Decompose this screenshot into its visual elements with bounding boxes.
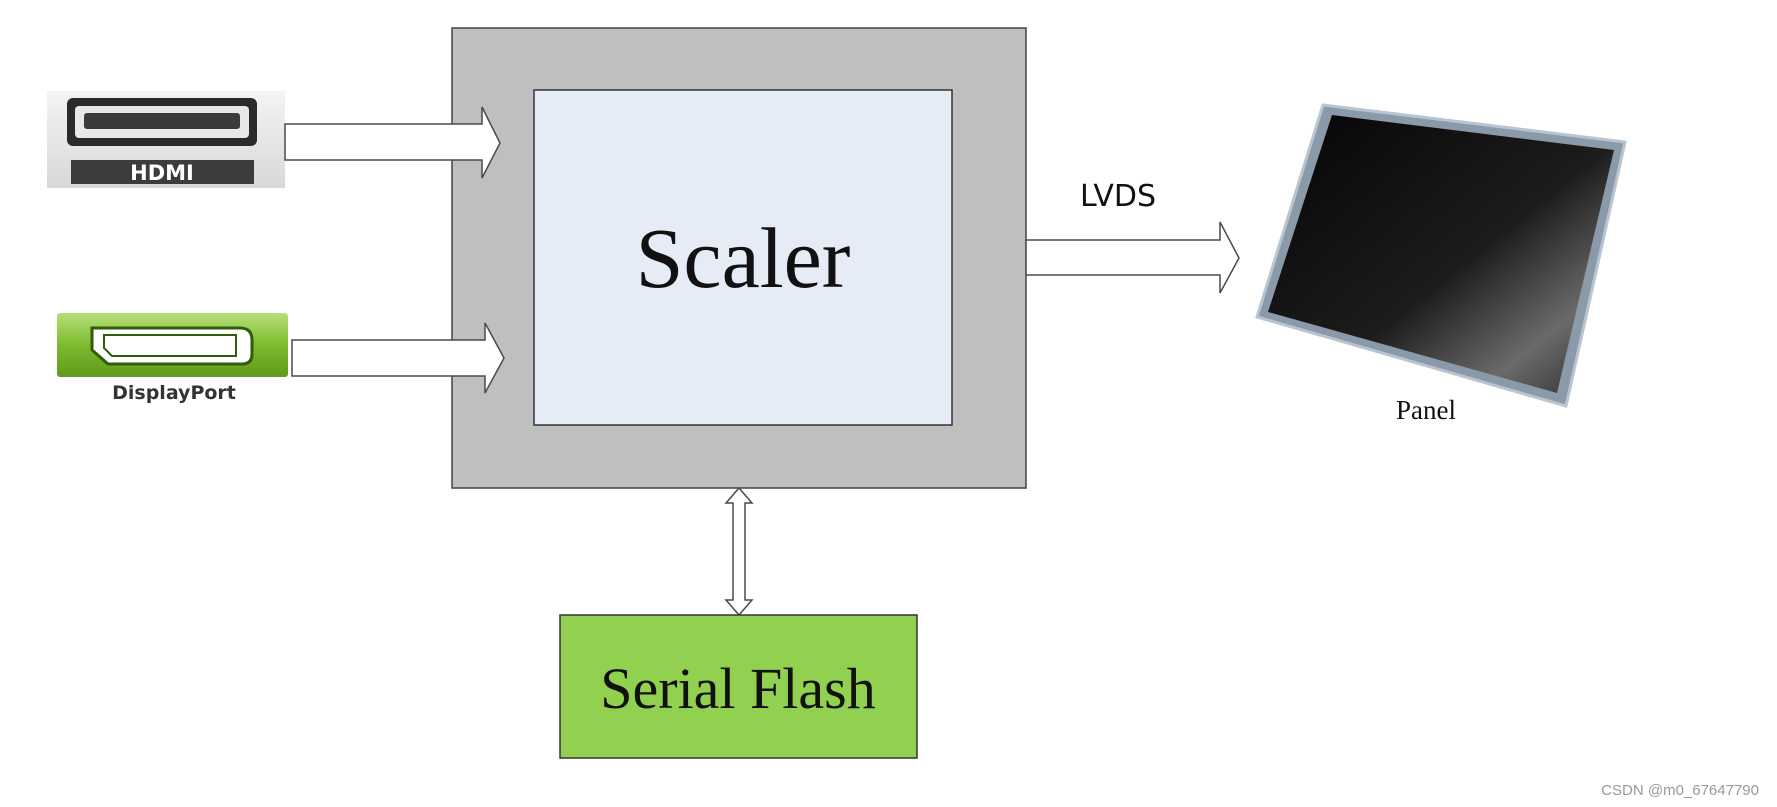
watermark: CSDN @m0_67647790 <box>1601 782 1759 799</box>
displayport-icon: DisplayPort <box>57 313 288 404</box>
lvds-label: LVDS <box>1080 179 1156 214</box>
hdmi-label: HDMI <box>130 161 194 185</box>
hdmi-input-arrow <box>284 106 501 179</box>
displayport-label: DisplayPort <box>112 382 236 404</box>
panel-label: Panel <box>1396 395 1456 425</box>
serial-flash-block <box>559 614 918 759</box>
lvds-output-arrow <box>1025 221 1240 294</box>
lcd-panel-icon <box>1255 103 1627 408</box>
serial-flash-label: Serial Flash <box>600 656 875 721</box>
displayport-input-arrow <box>291 322 505 394</box>
scaler-block <box>533 89 953 426</box>
scaler-label: Scaler <box>636 210 851 306</box>
hdmi-port-icon: HDMI <box>47 91 285 188</box>
flash-bidirectional-arrow <box>724 486 754 617</box>
